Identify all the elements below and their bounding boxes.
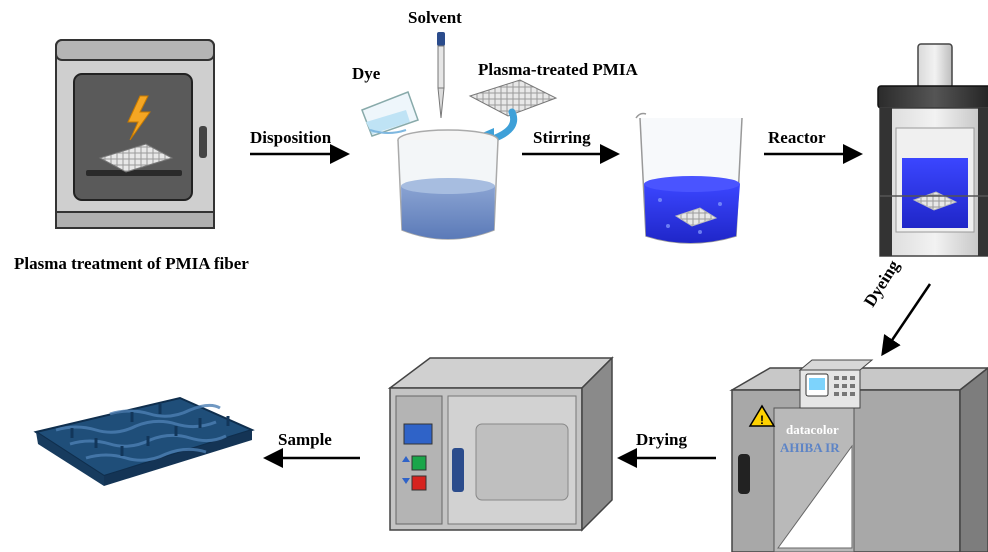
control-panel-icon [798, 359, 874, 409]
drying-oven-icon [387, 356, 614, 532]
label-solvent: Solvent [408, 8, 462, 27]
label-plasma-treated-pmia: Plasma-treated PMIA [478, 60, 638, 79]
label-drying: Drying [636, 430, 687, 449]
lightning-icon [127, 95, 151, 141]
svg-text:!: ! [760, 413, 764, 427]
machine-brand: datacolor [786, 422, 839, 437]
machine-model: AHIBA IR [780, 440, 840, 455]
dye-glass-icon [361, 91, 419, 137]
label-stirring: Stirring [533, 128, 591, 147]
beaker-icon [397, 129, 499, 240]
arrow-dyeing [881, 283, 932, 357]
label-disposition: Disposition [250, 128, 332, 147]
label-reactor: Reactor [768, 128, 826, 147]
label-dye: Dye [352, 64, 381, 83]
warning-icon: ! [748, 404, 776, 427]
label-sample: Sample [278, 430, 332, 449]
dropper-icon [437, 32, 445, 119]
fabric-sample-icon [33, 396, 255, 486]
dyeing-machine-icon: ! [729, 359, 988, 552]
dye-beaker-icon [635, 112, 743, 244]
plasma-chamber-icon [55, 39, 215, 229]
label-plasma-treatment: Plasma treatment of PMIA fiber [14, 254, 249, 273]
reactor-icon [877, 43, 988, 257]
